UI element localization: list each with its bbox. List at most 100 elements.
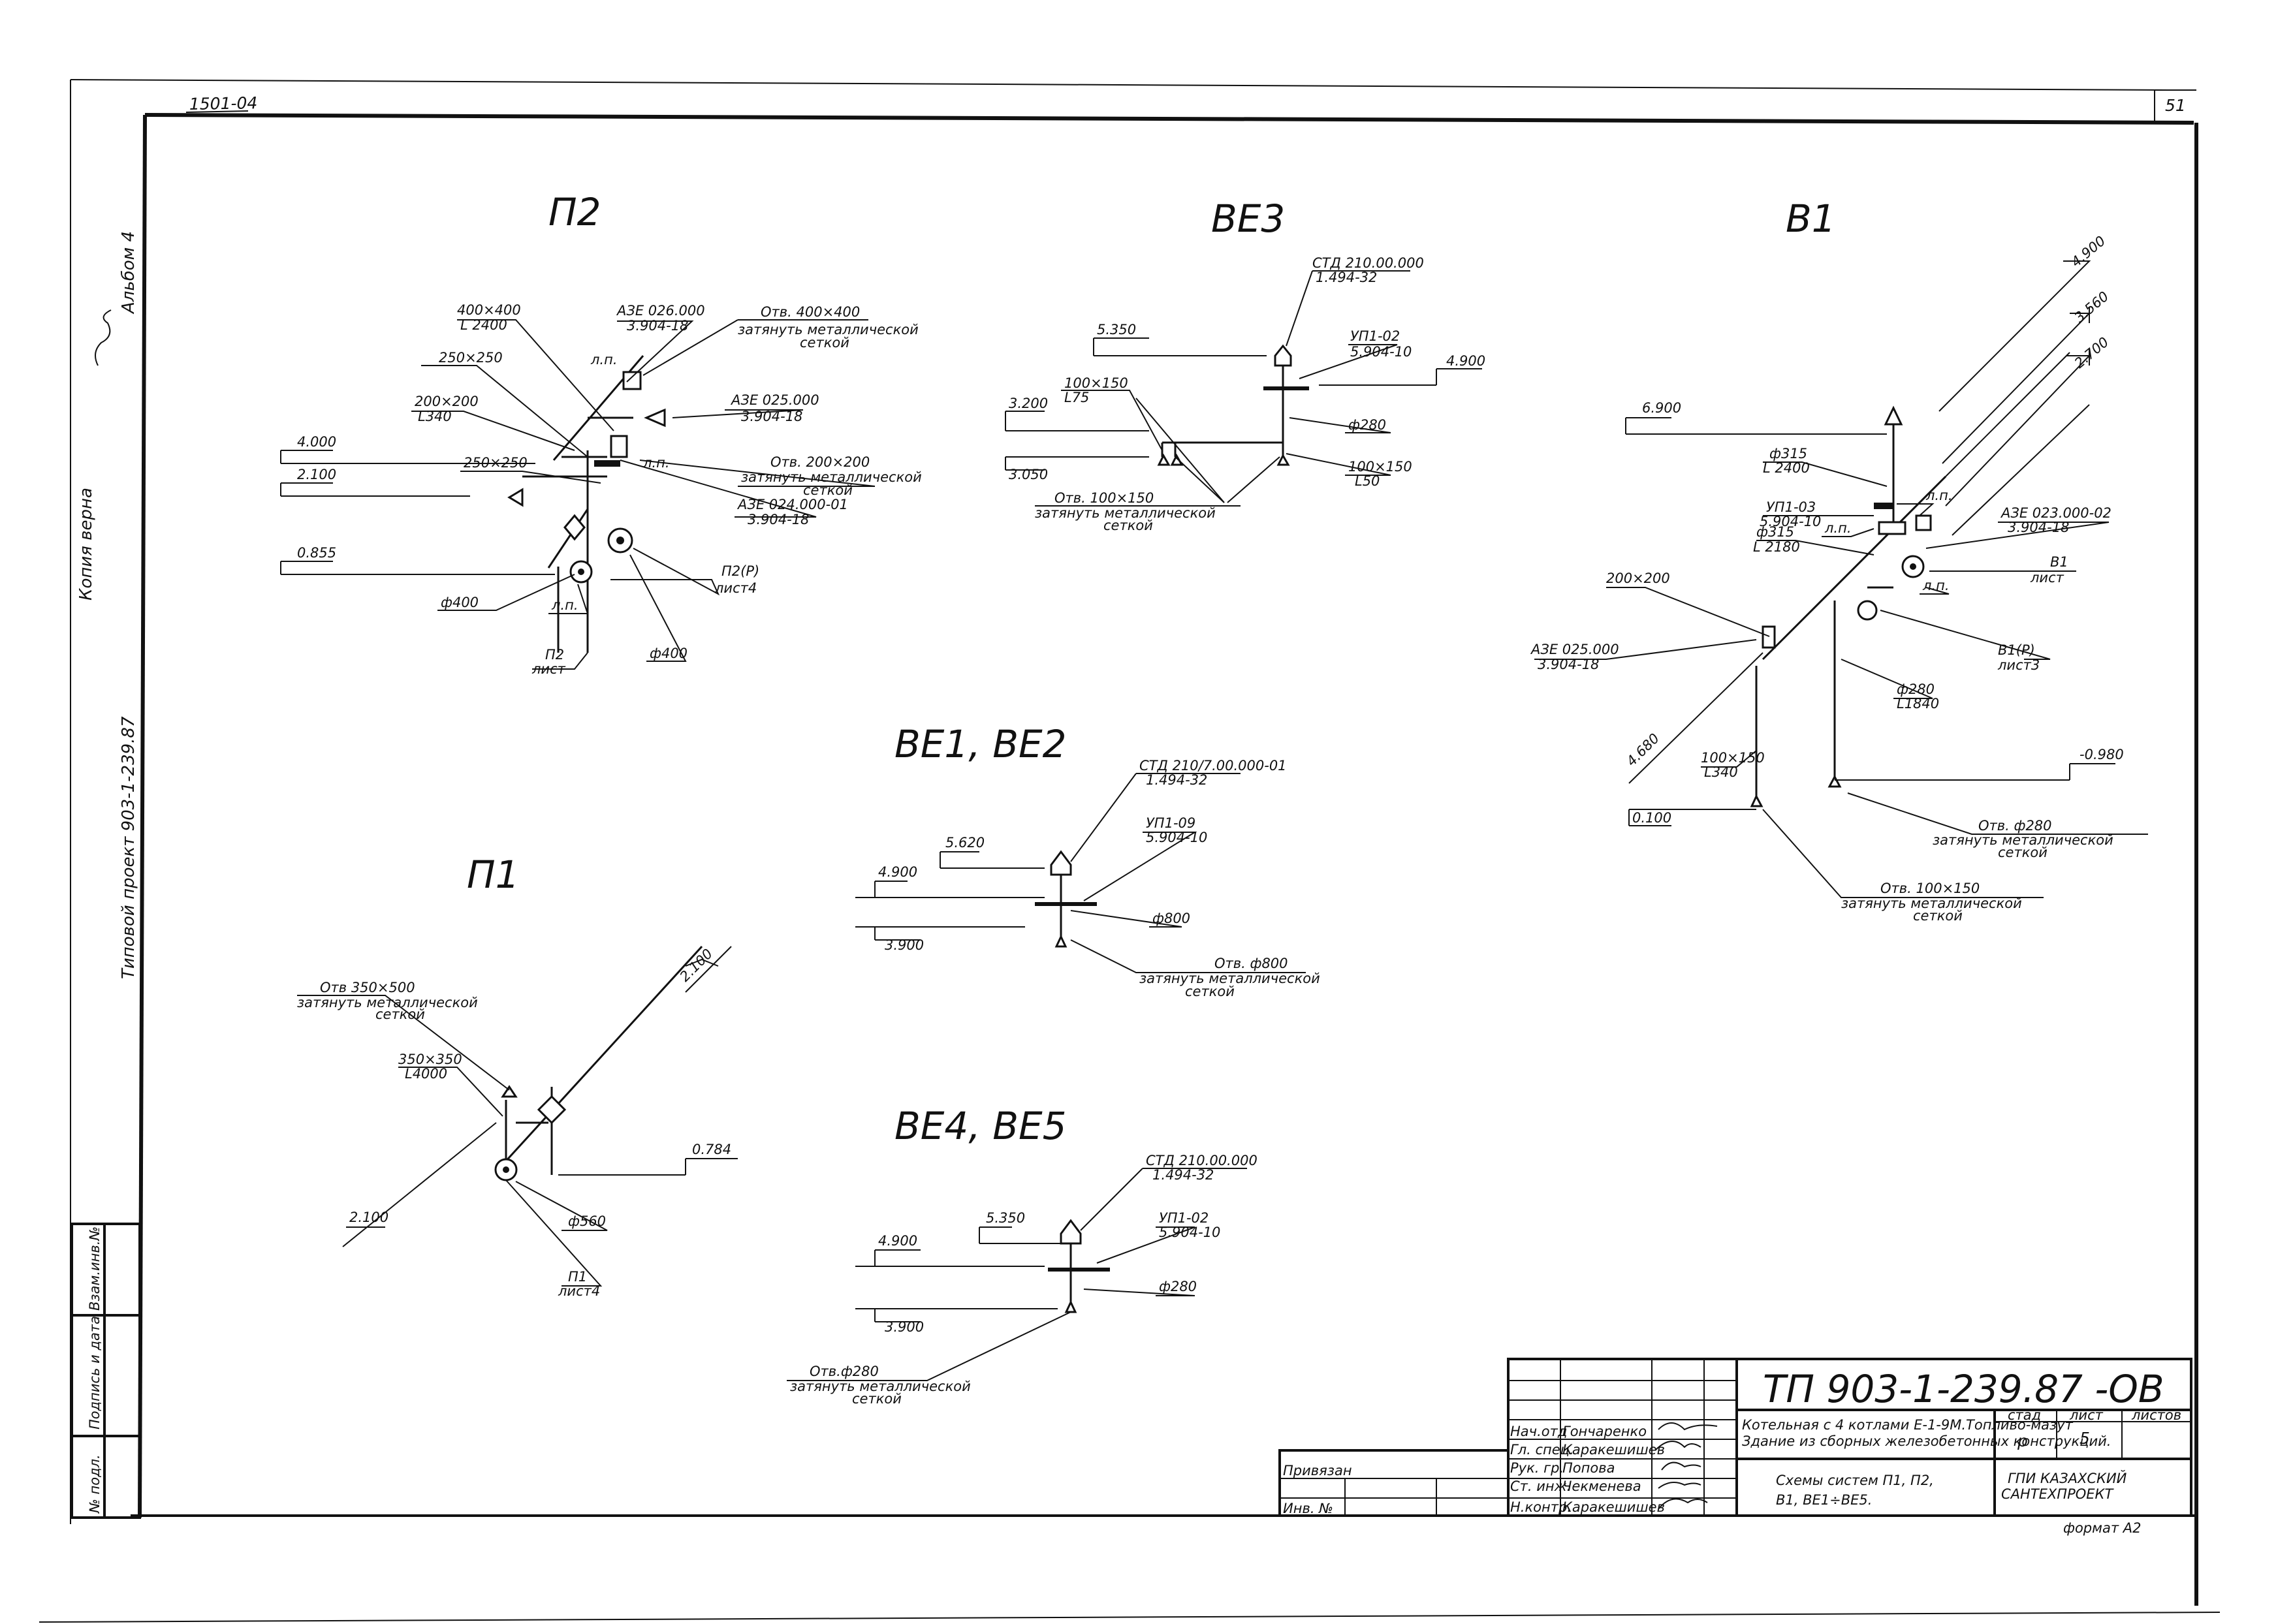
ve12-lbl-10: сеткой	[1185, 984, 1235, 999]
p2-lbl-21: 3.904-18	[748, 512, 809, 527]
v1-lbl-5: L 2400	[1763, 460, 1810, 476]
v1-lbl-28: 0.100	[1632, 810, 1671, 826]
v1-lbl-17: 200×200	[1606, 570, 1670, 586]
v1-lbl-20: АЗЕ 025.000	[1530, 642, 1619, 657]
role-2: Рук. гр.	[1510, 1460, 1564, 1476]
ve3-lbl-12: L50	[1355, 473, 1380, 489]
ve45-lbl-0: СТД 210.00.000	[1146, 1153, 1257, 1168]
ve45-lbl-4: 5.904-10	[1159, 1225, 1220, 1240]
left-stamp-strip: Взам.инв.№ Подпись и дата № подл.	[71, 1223, 141, 1519]
p1-lbl-2: затянуть металлической	[297, 995, 478, 1010]
p2-lbl-16: л.п.	[642, 455, 670, 471]
ve45-lbl-2: 5.350	[986, 1210, 1025, 1226]
p2-lbl-19: сеткой	[803, 482, 853, 498]
strip-label-orig: № подл.	[87, 1454, 103, 1514]
ve12-lbl-6: ф800	[1152, 911, 1190, 926]
p2-lbl-1: L 2400	[460, 317, 507, 333]
strip-label-inv: Взам.инв.№	[87, 1226, 103, 1311]
p1-lbl-9: П1	[568, 1269, 587, 1285]
p2-lbl-22: 0.855	[297, 545, 336, 561]
name-2: Попова	[1562, 1460, 1615, 1476]
v1-lbl-30: затянуть металлической	[1933, 832, 2113, 848]
p1-lbl-6: 0.784	[692, 1142, 731, 1157]
signature-3	[1658, 1482, 1701, 1489]
p2-lbl-23: П2(Р)	[721, 563, 759, 579]
signature-1	[1654, 1441, 1701, 1451]
p2-lbl-20: АЗЕ 024.000-01	[736, 497, 848, 512]
v1-lbl-27: -0.980	[2080, 747, 2124, 762]
ve3-lbl-8: 3.200	[1009, 396, 1048, 411]
ve12-lbl-2: УП1-09	[1146, 815, 1195, 831]
side-note-project: Типовой проект 903-1-239.87	[119, 716, 138, 979]
copy-signature	[95, 309, 112, 366]
p2-lbl-15: 250×250	[464, 455, 528, 471]
ve12-lbl-9: затянуть металлической	[1139, 971, 1320, 986]
ve45-lbl-8: Отв.ф280	[810, 1364, 879, 1379]
scheme-ve3: ВЕ3 СТД 210.00.000 1.494-32 5.350	[1005, 196, 1485, 533]
ve12-lbl-7: 3.900	[885, 937, 924, 953]
ve45-lbl-10: сеткой	[852, 1391, 902, 1407]
sheet-title-1: Схемы систем П1, П2,	[1776, 1473, 1934, 1488]
p2-lbl-26: л.п.	[551, 597, 578, 613]
ve3-lbl-6: 100×150	[1064, 375, 1128, 391]
v1-lbl-13: 3.904-18	[2008, 520, 2069, 535]
p2-lbl-11: АЗЕ 025.000	[730, 392, 819, 408]
scheme-ve12: ВЕ1, ВЕ2 СТД 210/7.00.000-01 1.494-32 УП…	[855, 722, 1320, 999]
p2-lbl-12: 3.904-18	[741, 409, 802, 424]
ve12-lbl-5: 4.900	[878, 864, 917, 880]
p2-lbl-14: 2.100	[297, 467, 336, 482]
p1-lbl-3: сеткой	[375, 1007, 425, 1022]
p2-lbl-28: лист	[531, 661, 566, 677]
ve3-lbl-9: ф280	[1348, 417, 1386, 433]
ve45-lbl-5: 4.900	[878, 1233, 917, 1249]
scheme-p2-title: П2	[548, 190, 601, 234]
page-number: 51	[2165, 96, 2186, 115]
v1-lbl-21: 3.904-18	[1538, 657, 1599, 672]
v1-lbl-11: л.п.	[1824, 520, 1852, 536]
p2-lbl-5: затянуть металлической	[738, 322, 919, 337]
v1-lbl-32: Отв. 100×150	[1880, 881, 1980, 896]
v1-lbl-18: В1(Р)	[1998, 642, 2035, 658]
ve45-lbl-9: затянуть металлической	[790, 1379, 971, 1394]
scheme-v1: В1	[1530, 196, 2148, 924]
signature-0	[1658, 1422, 1718, 1431]
v1-lbl-34: сеткой	[1913, 908, 1963, 924]
ve3-lbl-2: 5.350	[1097, 322, 1136, 337]
signature-control	[1658, 1498, 1708, 1510]
ve3-lbl-1: 1.494-32	[1316, 270, 1377, 285]
v1-lbl-0: 4.900	[2068, 233, 2108, 270]
p1-lbl-7: 2.100	[349, 1210, 388, 1225]
p2-lbl-2: АЗЕ 026.000	[616, 303, 705, 319]
name-3: Чекменева	[1562, 1478, 1641, 1494]
p2-lbl-25: ф400	[441, 595, 479, 610]
p2-lbl-17: Отв. 200×200	[770, 454, 870, 470]
ve3-lbl-15: сеткой	[1103, 518, 1153, 533]
p1-lbl-8: ф560	[568, 1213, 606, 1229]
v1-lbl-25: 100×150	[1701, 750, 1765, 766]
signature-2	[1661, 1461, 1701, 1471]
side-note-album: Альбом 4	[119, 231, 138, 315]
p2-lbl-13: 4.000	[297, 434, 336, 450]
role-3: Ст. инж.	[1510, 1478, 1571, 1494]
v1-lbl-3: 6.900	[1642, 400, 1681, 416]
name-0: Гончаренко	[1562, 1424, 1647, 1439]
designation: ТП 903-1-239.87 -ОВ	[1763, 1367, 2164, 1411]
scheme-ve3-title: ВЕ3	[1211, 196, 1285, 241]
v1-lbl-29: Отв. ф280	[1978, 818, 2052, 834]
p2-lbl-10: L340	[418, 409, 452, 424]
p2-lbl-29: ф400	[650, 646, 688, 661]
v1-lbl-24: 4.680	[1624, 730, 1662, 769]
v1-lbl-1: 3.560	[2072, 289, 2111, 326]
ve12-lbl-4: 5.620	[945, 835, 985, 851]
archive-number: 1501-04	[189, 93, 258, 114]
sheets-header: листов	[2131, 1407, 2181, 1423]
sheet-value: 5	[2080, 1429, 2090, 1448]
p1-lbl-1: Отв 350×500	[320, 980, 415, 995]
p1-lbl-10: лист4	[558, 1283, 600, 1299]
side-note-copy: Копия верна	[76, 488, 96, 601]
p2-lbl-3: 3.904-18	[627, 318, 688, 334]
org-line-2: САНТЕХПРОЕКТ	[2001, 1486, 2114, 1502]
ve3-lbl-13: Отв. 100×150	[1054, 490, 1154, 506]
scheme-p1-title: П1	[467, 852, 520, 897]
